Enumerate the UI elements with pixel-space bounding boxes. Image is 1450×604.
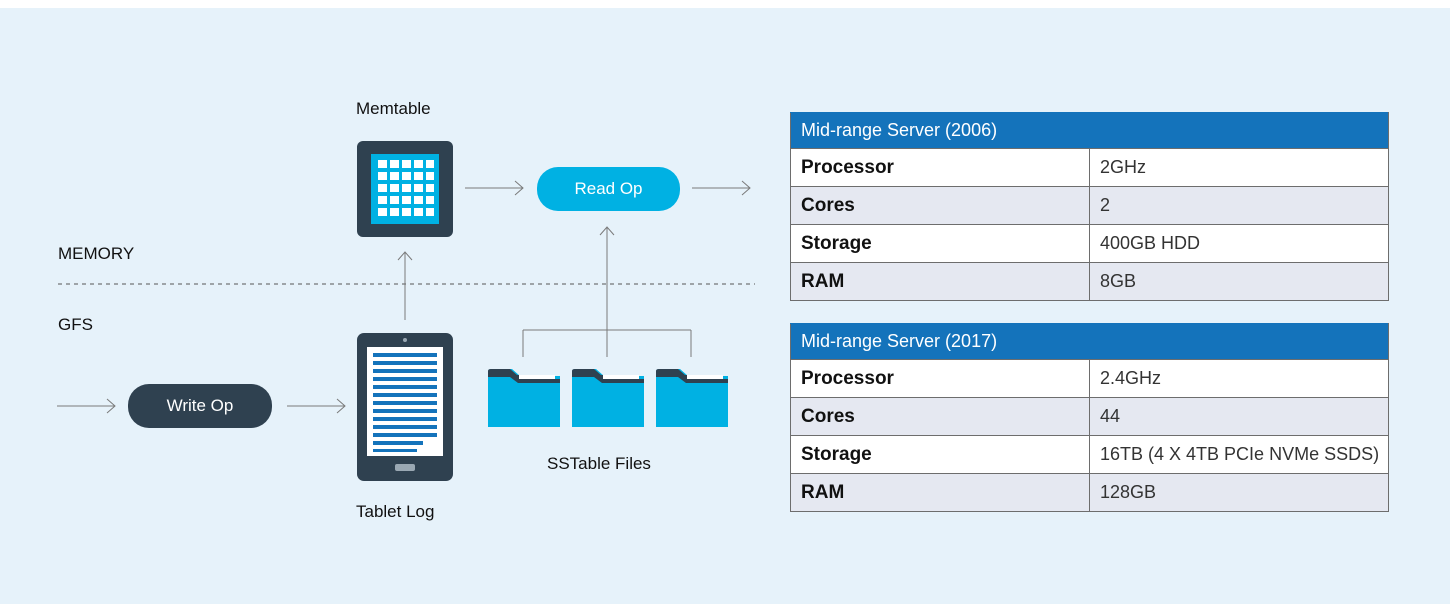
table-header-row: Mid-range Server (2006) <box>790 112 1389 149</box>
row-value: 2.4GHz <box>1089 359 1389 398</box>
document-tablet-icon <box>357 333 453 481</box>
row-key: Processor <box>790 359 1090 398</box>
folder-icon <box>572 369 644 427</box>
zone-label-gfs: GFS <box>58 315 93 334</box>
row-key: Cores <box>790 397 1090 436</box>
row-value: 8GB <box>1089 262 1389 301</box>
row-value: 2 <box>1089 186 1389 225</box>
write-op-label: Write Op <box>166 396 234 415</box>
table-row: Storage 16TB (4 X 4TB PCIe NVMe SSDS) <box>790 435 1389 474</box>
spec-table-2017: Mid-range Server (2017) Processor 2.4GHz… <box>790 323 1389 512</box>
table-row: Storage 400GB HDD <box>790 224 1389 263</box>
table-title: Mid-range Server (2006) <box>790 112 1389 149</box>
arrow-memtable-to-read <box>465 180 524 196</box>
table-row: RAM 8GB <box>790 262 1389 301</box>
row-key: RAM <box>790 262 1090 301</box>
arrow-sstables-to-read <box>522 226 692 357</box>
folder-icon <box>656 369 728 427</box>
row-value: 400GB HDD <box>1089 224 1389 263</box>
spec-table-2006: Mid-range Server (2006) Processor 2GHz C… <box>790 112 1389 301</box>
row-value: 16TB (4 X 4TB PCIe NVMe SSDS) <box>1089 435 1389 474</box>
row-key: Cores <box>790 186 1090 225</box>
table-row: Cores 2 <box>790 186 1389 225</box>
table-row: Processor 2.4GHz <box>790 359 1389 398</box>
arrow-log-to-memtable <box>397 251 413 320</box>
write-op-node: Write Op <box>128 384 272 428</box>
row-value: 128GB <box>1089 473 1389 512</box>
table-row: Processor 2GHz <box>790 148 1389 187</box>
arrow-input-to-write <box>57 398 116 414</box>
folder-icon <box>488 369 560 427</box>
table-row: RAM 128GB <box>790 473 1389 512</box>
row-key: RAM <box>790 473 1090 512</box>
memtable-label: Memtable <box>356 99 431 118</box>
read-op-label: Read Op <box>574 179 643 198</box>
tablet-log-label: Tablet Log <box>356 502 435 521</box>
read-op-node: Read Op <box>537 167 680 211</box>
row-value: 2GHz <box>1089 148 1389 187</box>
row-key: Storage <box>790 435 1090 474</box>
arrow-write-to-log <box>287 398 346 414</box>
sstable-files-label: SSTable Files <box>547 454 651 473</box>
table-header-row: Mid-range Server (2017) <box>790 323 1389 360</box>
zone-label-memory: MEMORY <box>58 244 135 263</box>
row-value: 44 <box>1089 397 1389 436</box>
table-title: Mid-range Server (2017) <box>790 323 1389 360</box>
arrow-read-output <box>692 180 751 196</box>
table-row: Cores 44 <box>790 397 1389 436</box>
row-key: Storage <box>790 224 1090 263</box>
grid-tablet-icon <box>357 141 453 237</box>
row-key: Processor <box>790 148 1090 187</box>
